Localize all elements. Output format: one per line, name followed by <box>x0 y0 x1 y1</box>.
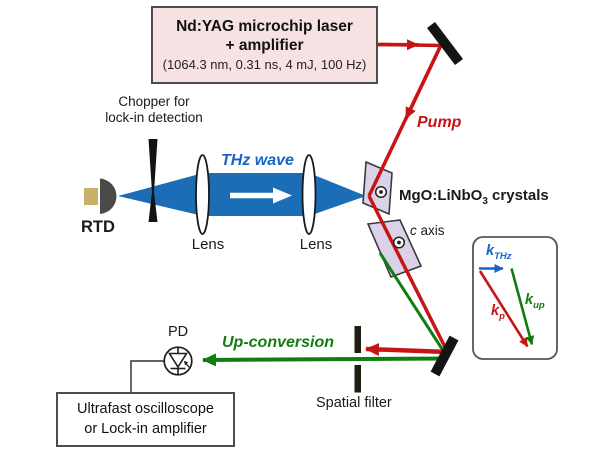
crystals-label-sub: 3 <box>482 196 488 207</box>
k-up-sub: up <box>533 299 545 311</box>
upconversion-beam-horizontal <box>202 353 447 367</box>
chopper-label: Chopper for lock-in detection <box>105 94 203 125</box>
thz-wave-label: THz wave <box>221 152 294 169</box>
laser-box-amplifier: + amplifier <box>225 37 304 54</box>
c-axis-dot-lower <box>392 236 406 249</box>
up-conversion-label: Up-conversion <box>222 334 335 351</box>
pump-beam-through-crystals <box>367 195 450 354</box>
scope-box-line1: Ultrafast oscilloscope <box>77 400 214 417</box>
rtd-connector <box>84 188 98 205</box>
k-p-sub: p <box>499 310 505 322</box>
chopper-icon <box>148 139 158 222</box>
thz-beam-arrowhead <box>273 187 292 204</box>
scope-box-line2: or Lock-in amplifier <box>84 420 207 437</box>
c-axis-label-word: axis <box>416 223 445 238</box>
crystals-label: MgO:LiNbO3 crystals <box>399 187 549 208</box>
rtd-label: RTD <box>81 218 115 236</box>
rtd-emitter <box>100 178 117 214</box>
k-thz-label: kTHz <box>486 243 512 262</box>
chopper-label-line1: Chopper for <box>118 94 190 109</box>
lens-label-left: Lens <box>191 236 225 253</box>
pd-label: PD <box>168 324 189 340</box>
pump-beam-to-crystal-arrow <box>404 44 443 120</box>
spatial-filter-label: Spatial filter <box>316 395 392 411</box>
chopper-label-line2: lock-in detection <box>105 109 203 125</box>
laser-box-specs: (1064.3 nm, 0.31 ns, 4 mJ, 100 Hz) <box>162 57 367 72</box>
spatial-filter-bottom-blade <box>354 365 361 393</box>
wire-pd-to-scope <box>130 360 164 392</box>
k-up-vector <box>510 268 535 345</box>
c-axis-label-c: c <box>410 223 417 238</box>
crystals-label-suffix: crystals <box>487 187 549 204</box>
k-p-vector <box>478 270 529 348</box>
c-axis-dot-upper <box>374 185 388 199</box>
k-up-label: kup <box>525 292 545 311</box>
k-p-label: kp <box>491 303 505 322</box>
lens-label-right: Lens <box>299 236 333 253</box>
pd-diode-triangle <box>168 352 188 369</box>
k-up-main: k <box>525 292 534 308</box>
mirror-top <box>427 21 463 66</box>
c-axis-label: c axis <box>410 223 445 239</box>
lens-right <box>301 154 317 235</box>
mirror-bottom <box>430 335 459 377</box>
scope-box: Ultrafast oscilloscope or Lock-in amplif… <box>56 392 235 447</box>
pd-light-arrowhead <box>183 361 189 366</box>
k-thz-sub: THz <box>494 250 512 262</box>
pump-label: Pump <box>417 114 462 131</box>
pd-symbol <box>163 346 193 376</box>
k-thz-main: k <box>486 243 495 259</box>
spatial-filter-top-blade <box>354 326 361 353</box>
pump-beam-reflected <box>365 342 449 356</box>
crystals-label-prefix: MgO:LiNbO <box>399 187 483 204</box>
k-p-main: k <box>491 303 500 319</box>
lens-left <box>195 154 210 235</box>
upconversion-beam-diagonal <box>378 252 446 353</box>
laser-box: Nd:YAG microchip laser + amplifier (1064… <box>151 6 378 84</box>
laser-box-name: Nd:YAG microchip laser <box>176 18 353 35</box>
